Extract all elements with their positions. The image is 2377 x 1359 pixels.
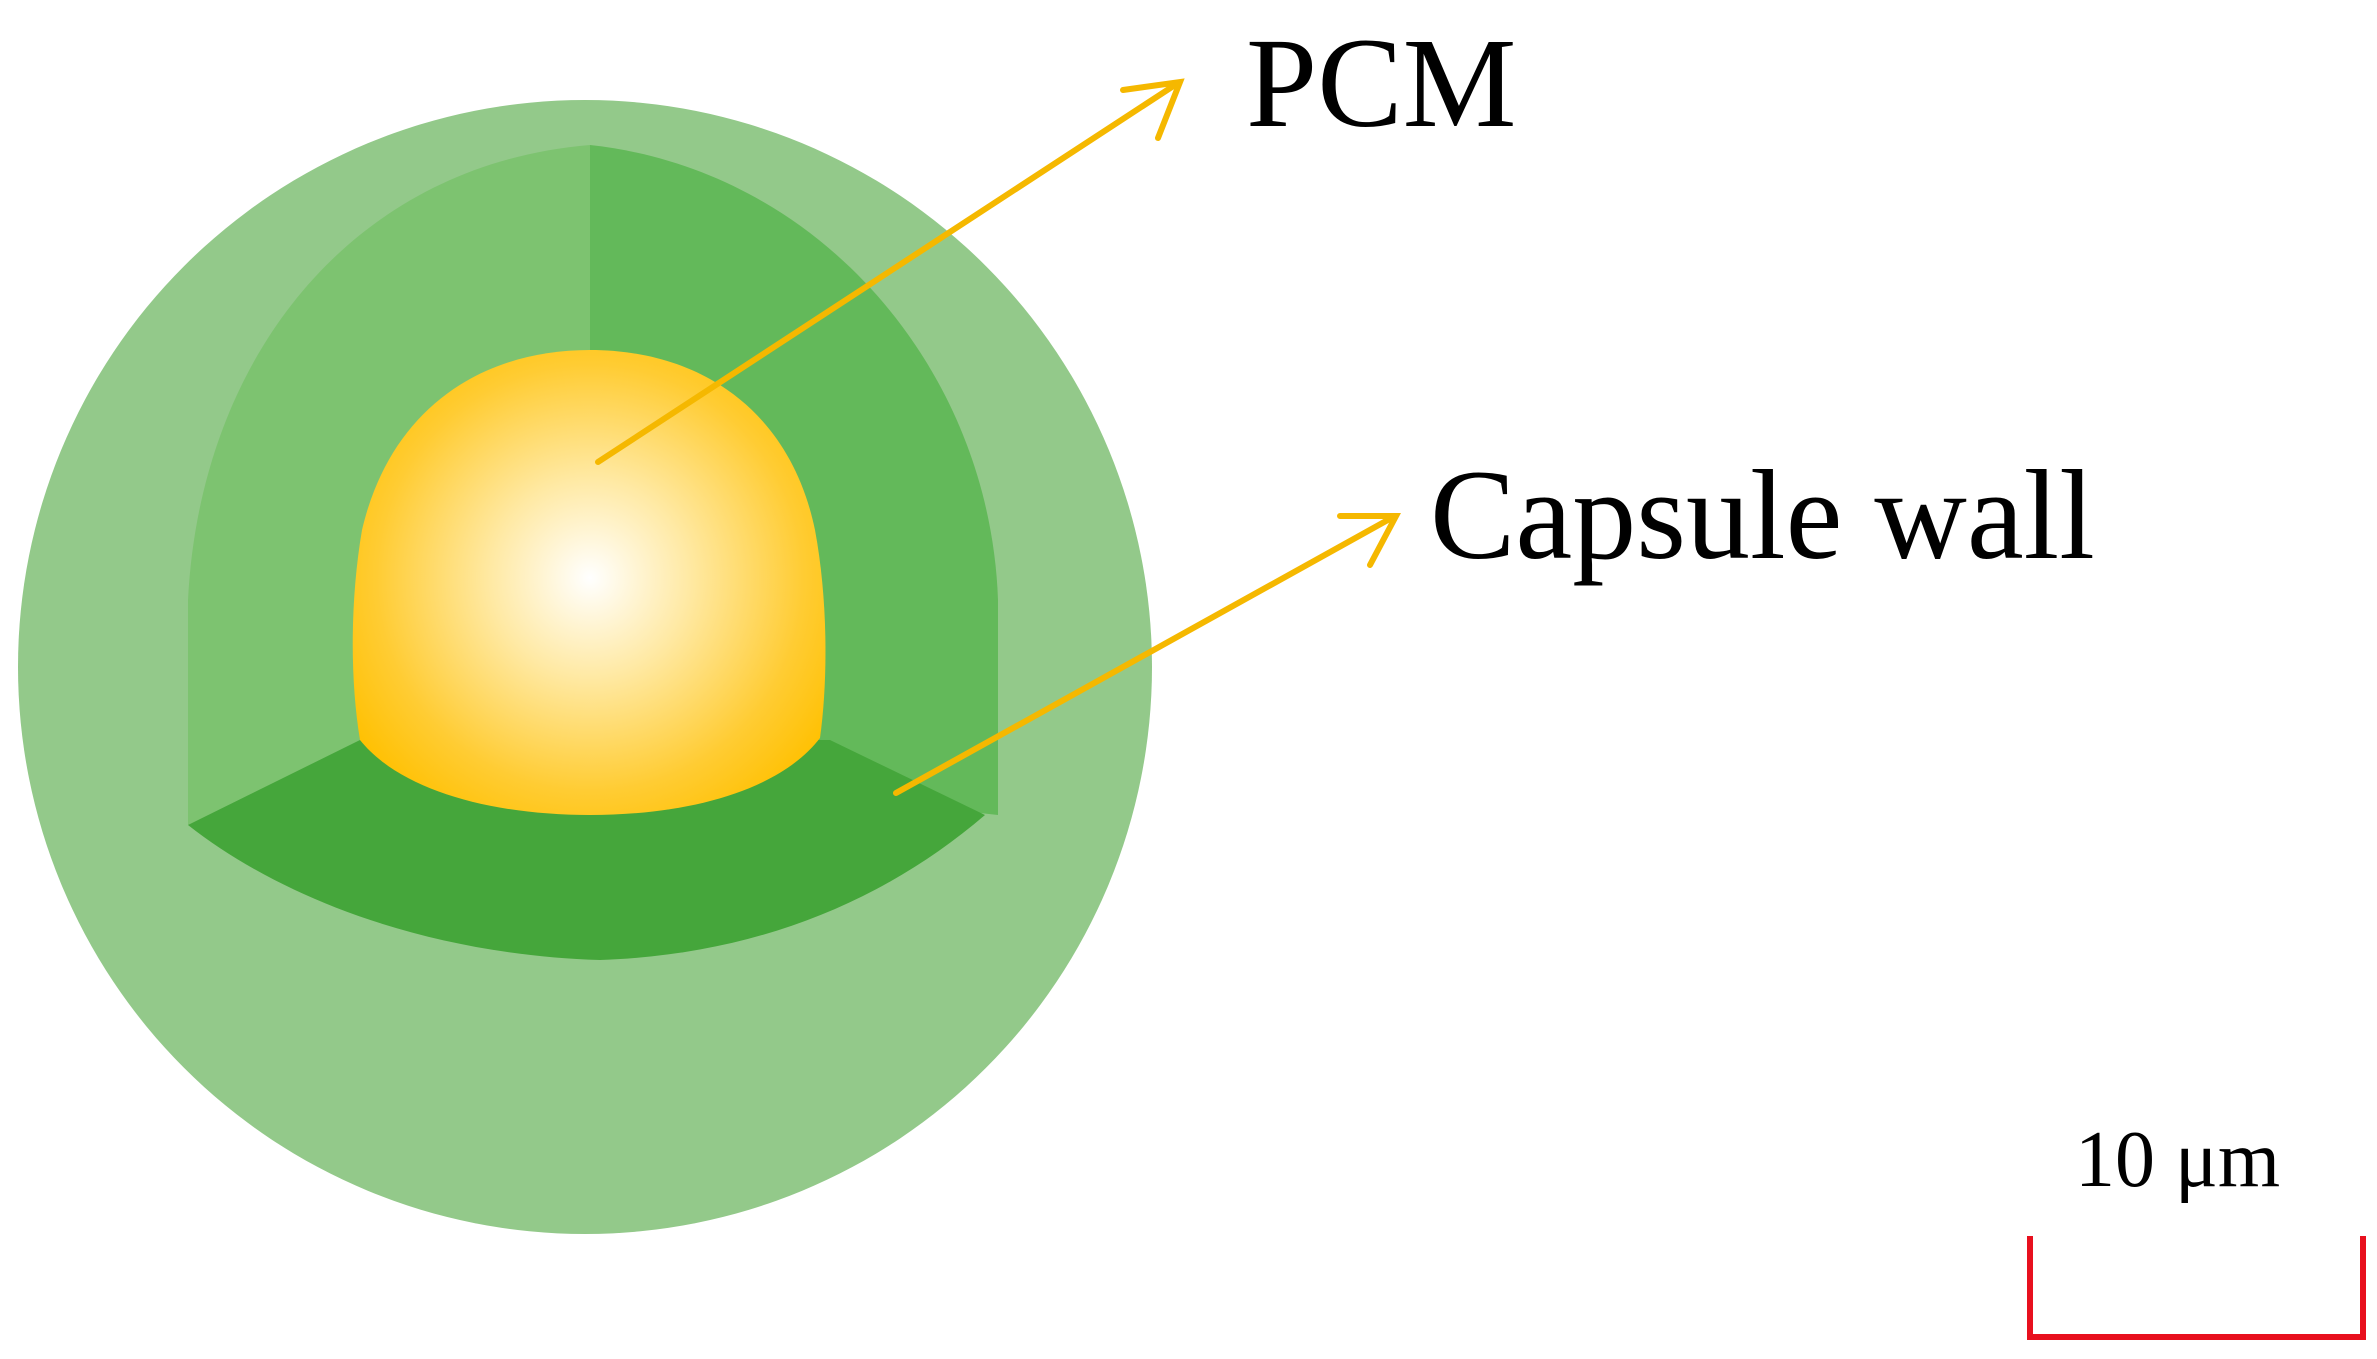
scale-bar-label: 10 μm xyxy=(2075,1116,2280,1204)
capsule-wall-label: Capsule wall xyxy=(1430,444,2095,586)
scale-bar xyxy=(2027,1236,2366,1340)
inner-shell-floor xyxy=(188,740,985,960)
pcm-label: PCM xyxy=(1246,12,1516,154)
pcm-core xyxy=(352,350,826,815)
pcm-arrow xyxy=(595,78,1185,465)
capsule-wall-arrow xyxy=(893,513,1401,796)
